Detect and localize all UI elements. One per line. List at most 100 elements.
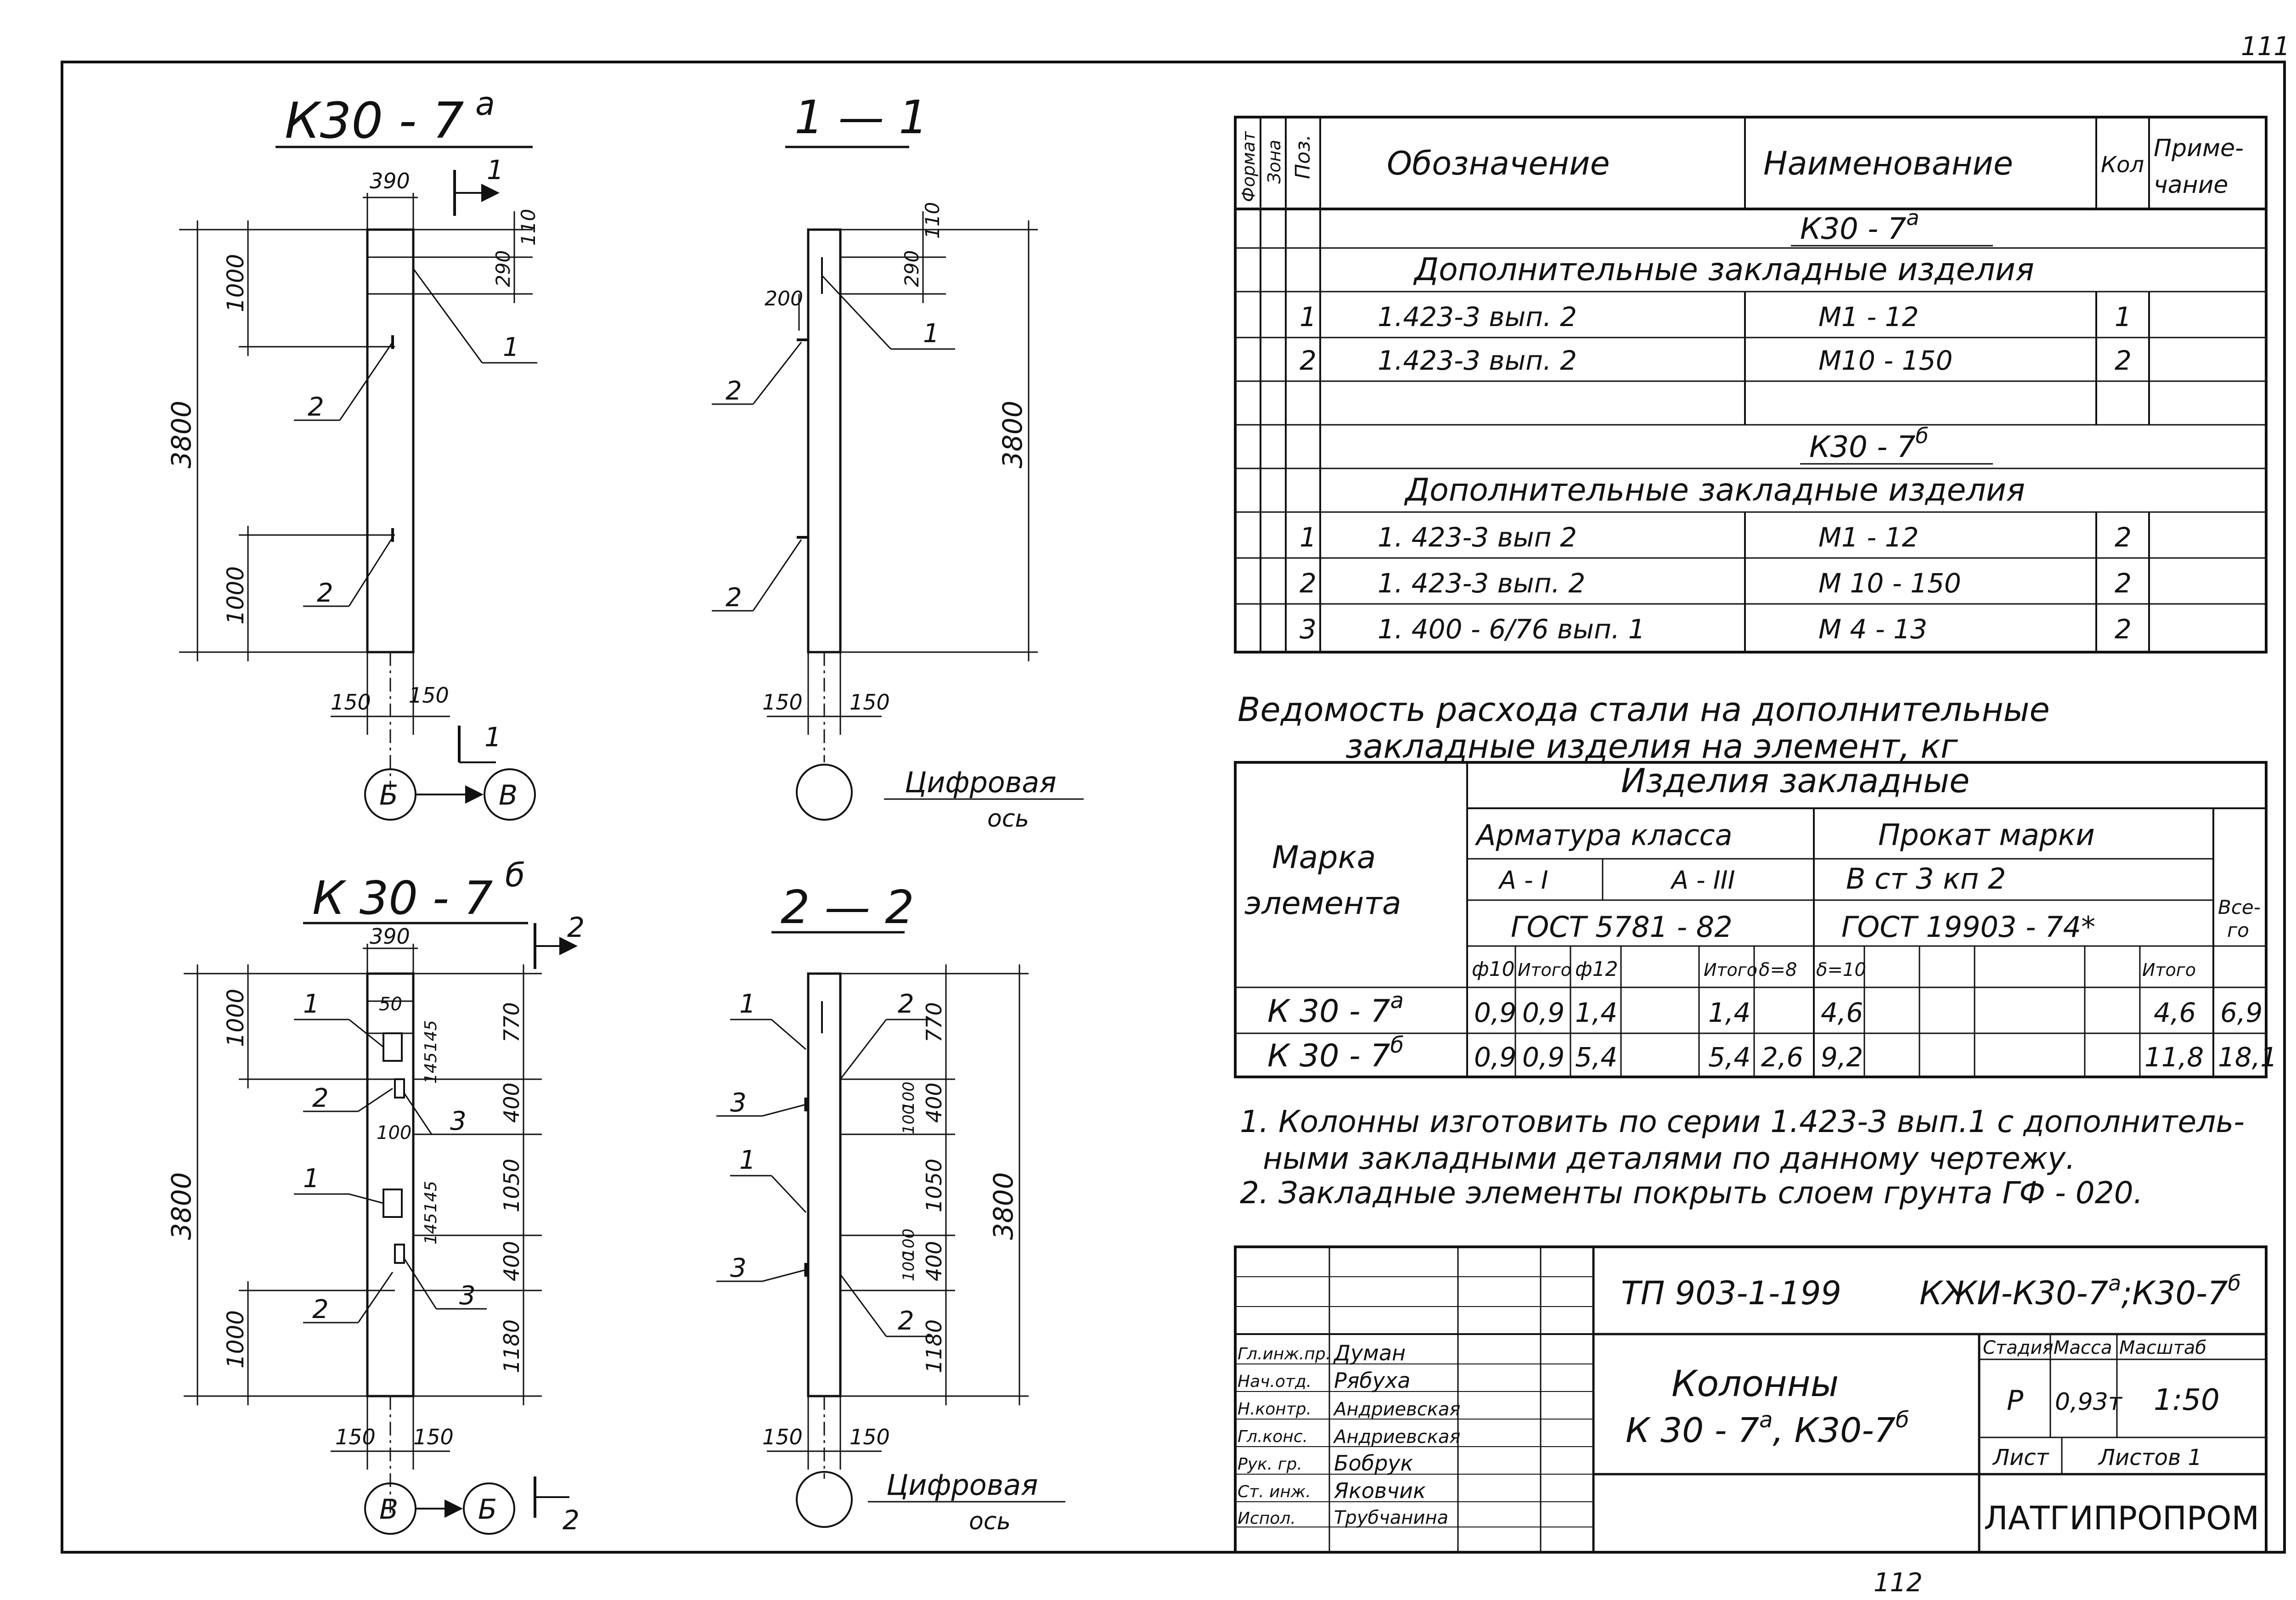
page-number-bottom: 112 bbox=[1874, 1568, 1923, 1598]
k30-7a-dim-110: 110 bbox=[517, 209, 540, 246]
spec-b-row2-name: М 10 - 150 bbox=[1818, 568, 1961, 599]
k30-7b-leader-3a: 3 bbox=[450, 1106, 467, 1136]
steel-hdr-izd: Изделия закладные bbox=[1621, 761, 1970, 800]
note-1b: ными закладными деталями по данному черт… bbox=[1263, 1141, 2075, 1176]
tb-name-3: Андриевская bbox=[1333, 1426, 1460, 1448]
tb-name-0: Думан bbox=[1333, 1341, 1406, 1365]
steel-sub-5: δ=8 bbox=[1759, 959, 1797, 980]
k30-7a-dim-150-left: 150 bbox=[331, 690, 371, 715]
k30-7b-column bbox=[366, 972, 415, 1397]
k30-7a-dim-150-right: 150 bbox=[409, 683, 449, 708]
page-number-top: 111 bbox=[2241, 32, 2290, 62]
section-1-1-column bbox=[807, 228, 842, 654]
steel-sub-0: ф10 bbox=[1472, 958, 1515, 981]
spec-b-row3-name: М 4 - 13 bbox=[1818, 614, 1927, 645]
spec-a-row1-qty: 1 bbox=[2115, 301, 2132, 332]
tb-sheet-hdr: Лист bbox=[1992, 1445, 2050, 1470]
k30-7b-dim-50: 50 bbox=[379, 994, 402, 1015]
spec-b-row2-designation: 1. 423-3 вып. 2 bbox=[1378, 568, 1585, 599]
k30-7b-dim-400b: 400 bbox=[499, 1241, 524, 1281]
section-2-2-dim-1180: 1180 bbox=[922, 1319, 946, 1373]
spec-b-row3-pos: 3 bbox=[1300, 614, 1317, 645]
steel-title-1: Ведомость расхода стали на дополнительны… bbox=[1238, 690, 2050, 729]
section-1-1-leader-2a: 2 bbox=[726, 376, 742, 406]
k30-7b-dim-1000-bottom: 1000 bbox=[222, 1310, 249, 1369]
tb-name-2: Андриевская bbox=[1333, 1399, 1460, 1420]
section-1-1-dim-150-right: 150 bbox=[850, 690, 890, 715]
sheet-frame bbox=[61, 61, 2286, 1554]
section-1-1-axis-text2: ось bbox=[987, 805, 1029, 833]
title-block: Гл.инж.пр. Думан Нач.отд. Рябуха Н.контр… bbox=[1234, 1245, 2268, 1554]
k30-7b-dim-1000-top: 1000 bbox=[222, 989, 249, 1047]
section-2-2-leader-1b: 1 bbox=[739, 1145, 756, 1175]
spec-a-row2-pos: 2 bbox=[1300, 345, 1317, 376]
note-2: 2. Закладные элементы покрыть слоем грун… bbox=[1240, 1175, 2143, 1211]
spec-a-row2-qty: 2 bbox=[2115, 345, 2132, 376]
tb-sheets-hdr: Листов 1 bbox=[2098, 1445, 2202, 1470]
spec-b-row1-pos: 1 bbox=[1300, 522, 1317, 553]
k30-7a-column bbox=[366, 228, 415, 654]
k30-7b-title: К 30 - 7 bbox=[312, 871, 493, 925]
k30-7b-dim-400a: 400 bbox=[499, 1082, 524, 1123]
steel-row1-c10: 4,6 bbox=[2154, 997, 2196, 1028]
spec-b-row2-pos: 2 bbox=[1300, 568, 1317, 599]
steel-row2-c6: 9,2 bbox=[1821, 1042, 1863, 1073]
section-2-2-axis bbox=[796, 1471, 853, 1528]
steel-row1-c4: 1,4 bbox=[1708, 997, 1750, 1028]
k30-7b-dim-1180: 1180 bbox=[499, 1319, 524, 1373]
steel-sub-2: ф12 bbox=[1575, 958, 1618, 981]
section-1-1-axis bbox=[796, 764, 853, 821]
steel-hdr-gost2: ГОСТ 19903 - 74* bbox=[1841, 910, 2095, 944]
spec-a-row2-name: М10 - 150 bbox=[1818, 345, 1953, 376]
section-1-1-dim-150-left: 150 bbox=[762, 690, 803, 715]
steel-table: Ведомость расхода стали на дополнительны… bbox=[1234, 690, 2277, 1078]
k30-7b-dim-3800: 3800 bbox=[166, 1172, 197, 1240]
section-2-2-leader-2b: 2 bbox=[898, 1306, 914, 1336]
steel-sub-6: δ=10 bbox=[1816, 959, 1866, 980]
spec-hdr-format: Формат bbox=[1238, 130, 1259, 202]
k30-7a-axis-right-label: В bbox=[499, 779, 518, 811]
k30-7b-dim-145a: 145 bbox=[422, 1020, 440, 1052]
tb-name-4: Бобрук bbox=[1334, 1451, 1413, 1476]
section-2-2-leader-1a: 1 bbox=[739, 989, 756, 1019]
k30-7a-dim-390: 390 bbox=[370, 169, 410, 193]
section-1-1-dim-3800: 3800 bbox=[997, 400, 1028, 468]
tb-mass: 0,93т bbox=[2055, 1388, 2123, 1416]
steel-hdr-marka2: элемента bbox=[1244, 885, 1401, 922]
section-1-1-dim-110: 110 bbox=[921, 202, 944, 239]
steel-hdr-vsego2: го bbox=[2227, 919, 2249, 941]
section-2-2-leader-3a: 3 bbox=[730, 1088, 747, 1118]
k30-7b-leader-2b: 2 bbox=[312, 1295, 329, 1324]
spec-hdr-zone: Зона bbox=[1264, 140, 1284, 184]
section-2-2-leader-2a: 2 bbox=[898, 989, 914, 1019]
section-2-2-dim-100d: 100 bbox=[900, 1251, 918, 1281]
tb-org: ЛАТГИПРОПРОМ bbox=[1984, 1499, 2259, 1537]
section-2-2-dim-770: 770 bbox=[922, 1002, 946, 1042]
section-2-2-dim-400b: 400 bbox=[922, 1241, 946, 1281]
section-2-2-axis-text: Цифровая bbox=[886, 1468, 1038, 1502]
section-2-2-column bbox=[807, 972, 842, 1397]
steel-row2-c1: 0,9 bbox=[1522, 1042, 1564, 1073]
tb-role-3: Гл.конс. bbox=[1238, 1427, 1308, 1446]
k30-7b-dim-1050: 1050 bbox=[499, 1159, 524, 1212]
section-1-1-axis-text: Цифровая bbox=[905, 766, 1057, 799]
spec-hdr-qty: Кол bbox=[2101, 152, 2144, 178]
tb-scale-hdr: Масштаб bbox=[2119, 1337, 2206, 1358]
spec-b-row3-designation: 1. 400 - 6/76 вып. 1 bbox=[1378, 614, 1645, 645]
steel-hdr-prokat: Прокат марки bbox=[1878, 818, 2095, 852]
section-2-2-dim-150-right: 150 bbox=[850, 1425, 890, 1449]
k30-7b-section-mark-bottom: 2 bbox=[563, 1504, 580, 1536]
tb-role-4: Рук. гр. bbox=[1238, 1455, 1302, 1474]
spec-a-row1-designation: 1.423-3 вып. 2 bbox=[1378, 301, 1577, 332]
drawing-section-2-2: 2 — 2 770 400 100 100 1050 100 100 400 1… bbox=[716, 880, 1065, 1535]
tb-name-6: Трубчанина bbox=[1334, 1507, 1448, 1528]
k30-7b-section-mark: 2 bbox=[567, 912, 585, 944]
steel-row1-c6: 4,6 bbox=[1821, 997, 1863, 1028]
spec-hdr-note: Приме- bbox=[2154, 135, 2244, 162]
tb-name-5: Яковчик bbox=[1334, 1478, 1426, 1503]
k30-7a-dim-1000-bottom: 1000 bbox=[222, 566, 249, 625]
k30-7b-dim-100: 100 bbox=[377, 1122, 411, 1144]
section-2-2-dim-100c: 100 bbox=[900, 1228, 918, 1258]
spec-hdr-designation: Обозначение bbox=[1387, 145, 1610, 182]
